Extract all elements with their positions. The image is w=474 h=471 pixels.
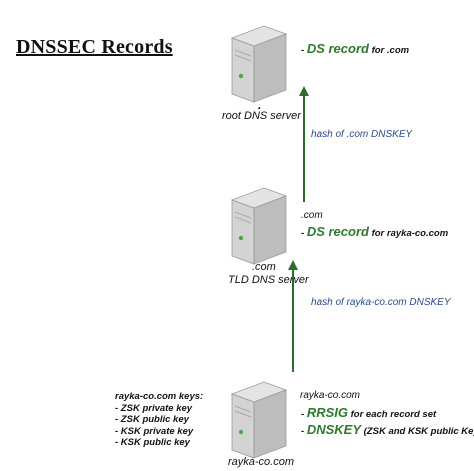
tld-zone-label: .com: [252, 261, 276, 273]
domain-server-icon: [230, 381, 288, 459]
dnskey-record: - DNSKEY (ZSK and KSK public Key): [301, 421, 474, 439]
root-record-prefix: -: [301, 45, 307, 56]
arrow-bottom: [288, 260, 298, 372]
tld-server-icon: [230, 187, 288, 265]
root-dot: .: [258, 98, 262, 112]
key-item: - KSK public key: [115, 437, 190, 448]
rrsig-suffix: for each record set: [347, 409, 437, 420]
dnskey-prefix: -: [301, 426, 307, 437]
tld-server-label: TLD DNS server: [228, 274, 309, 286]
tld-record-suffix: for rayka-co.com: [368, 228, 449, 239]
tld-record-name: DS record: [306, 224, 369, 239]
rrsig-name: RRSIG: [306, 405, 348, 420]
root-ds-record: - DS record for .com: [301, 40, 409, 58]
root-record-name: DS record: [306, 41, 369, 56]
hash-com-dnskey-label: hash of .com DNSKEY: [311, 129, 413, 140]
domain-records-zone: rayka-co.com: [300, 390, 361, 401]
tld-ds-record: - DS record for rayka-co.com: [301, 223, 448, 241]
dnskey-suffix: (ZSK and KSK public Key): [361, 426, 474, 437]
key-item: - ZSK private key: [115, 402, 193, 414]
rrsig-record: - RRSIG for each record set: [301, 404, 436, 422]
keys-list: rayka-co.com keys: - ZSK private key - Z…: [115, 391, 203, 449]
root-server-label: root DNS server: [222, 110, 301, 122]
hash-domain-dnskey-label: hash of rayka-co.com DNSKEY: [311, 297, 451, 308]
tld-record-zone: .com: [301, 210, 323, 221]
root-record-suffix: for .com: [368, 45, 410, 56]
dnskey-name: DNSKEY: [306, 422, 361, 437]
root-server-icon: [230, 25, 288, 103]
page-title: DNSSEC Records: [16, 36, 173, 58]
tld-record-prefix: -: [301, 228, 307, 239]
domain-server-label: rayka-co.com: [228, 456, 295, 468]
key-item: - KSK private key: [115, 425, 194, 437]
arrow-top: [299, 86, 309, 202]
key-item: - ZSK public key: [115, 414, 189, 425]
rrsig-prefix: -: [301, 409, 307, 420]
keys-heading: rayka-co.com keys:: [115, 391, 204, 402]
